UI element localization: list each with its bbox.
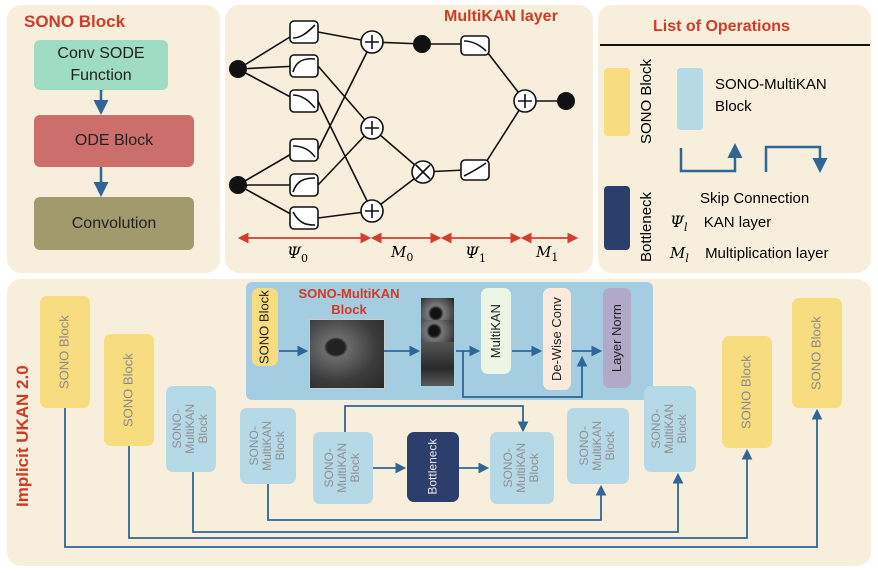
skip-smk1	[192, 472, 684, 533]
plus-node-3	[360, 199, 384, 223]
hidden-node	[413, 35, 431, 53]
legend-mult-subscript: l	[685, 252, 689, 265]
input-node-1	[229, 60, 247, 78]
legend-mult-label: Multiplication layer	[705, 245, 829, 262]
legend-kan-subscript: l	[684, 221, 688, 234]
encoder-sono-block-1: SONO Block	[40, 296, 90, 408]
multikan-panel-title: MultiKAN layer	[444, 8, 558, 25]
m0-subscript: 0	[406, 251, 414, 264]
m1-subscript: 1	[551, 251, 559, 264]
activation-box-8	[460, 159, 490, 181]
output-node	[557, 92, 575, 110]
m0-symbol: M	[391, 243, 407, 261]
legend-skip-label: Skip Connection	[700, 190, 810, 207]
activation-box-1	[289, 20, 319, 44]
feature-map-top	[421, 298, 454, 320]
inset-arrows	[279, 345, 603, 398]
psi1-subscript: 1	[479, 252, 487, 266]
legend-bottleneck-swatch	[604, 186, 630, 250]
skip-icon-up	[679, 143, 743, 173]
legend-smk-swatch	[677, 68, 703, 130]
conv-sode-label: Conv SODE Function	[57, 45, 145, 84]
multikan-dot-nodes	[229, 35, 575, 194]
skip-icon-down	[764, 145, 828, 173]
section-label-m0: M0	[391, 243, 413, 264]
activation-box-2	[289, 54, 319, 78]
legend-sono-swatch	[604, 68, 630, 136]
decoder-smk-block-1: SONO-MultiKAN Block	[490, 432, 554, 504]
psi0-subscript: 0	[301, 252, 309, 266]
encoder-sono-block-2: SONO Block	[104, 334, 154, 446]
conv-sode-block: Conv SODE Function	[34, 40, 168, 90]
activation-boxes	[289, 20, 490, 230]
legend-kan-label: KAN layer	[703, 214, 772, 231]
decoder-smk-block-3: SONO-MultiKAN Block	[644, 386, 696, 472]
multikan-edges	[237, 31, 565, 219]
section-label-m1: M1	[536, 243, 558, 264]
activation-box-4	[289, 138, 319, 162]
m1-symbol: M	[536, 243, 552, 261]
skip-sono1	[64, 408, 823, 548]
encoder-smk-block-1: SONO-MultiKAN Block	[166, 386, 216, 472]
legend-smk-label: SONO-MultiKAN Block	[715, 74, 855, 118]
activation-box-3	[289, 89, 319, 113]
legend-mult-row: Ml Multiplication layer	[670, 244, 828, 265]
feature-map-bottom	[421, 342, 454, 386]
inset-multikan-block: MultiKAN	[481, 288, 511, 374]
inset-sono-block: SONO Block	[252, 288, 278, 366]
operations-title: List of Operations	[653, 18, 790, 35]
inset-title-text: SONO-MultiKAN Block	[298, 286, 400, 317]
encoder-smk-block-3: SONO-MultiKAN Block	[313, 432, 373, 504]
inset-title: SONO-MultiKAN Block	[289, 286, 409, 317]
feature-map-mid	[421, 320, 454, 342]
decoder-sono-block-1: SONO Block	[722, 336, 772, 448]
legend-smk-text: SONO-MultiKAN Block	[715, 76, 827, 115]
psi0-symbol: Ψ	[287, 243, 302, 262]
ode-block: ODE Block	[34, 115, 194, 167]
operations-panel	[598, 5, 871, 273]
skip-smk2	[267, 484, 607, 521]
section-label-psi0: Ψ0	[287, 243, 308, 265]
psi1-symbol: Ψ	[465, 243, 480, 262]
ode-block-label: ODE Block	[74, 132, 154, 149]
inset-dewise-block: De-Wise Conv	[543, 288, 571, 390]
plus-node-2	[360, 116, 384, 140]
plus-node-output	[513, 89, 537, 113]
input-node-2	[229, 176, 247, 194]
decoder-sono-block-2: SONO Block	[792, 298, 842, 408]
encoder-smk-block-2: SONO-MultiKAN Block	[240, 408, 296, 484]
legend-kan-row: Ψl KAN layer	[670, 212, 771, 234]
sono-panel-title: SONO Block	[24, 12, 126, 31]
skip-sono2	[128, 446, 753, 539]
plus-node-1	[360, 30, 384, 54]
section-label-psi1: Ψ1	[465, 243, 486, 265]
convolution-block: Convolution	[34, 197, 194, 250]
bottleneck-block: Bottleneck	[407, 432, 459, 502]
ultrasound-image	[309, 319, 385, 389]
times-node	[411, 160, 435, 184]
skip-upper	[344, 405, 529, 433]
decoder-smk-block-2: SONO-MultiKAN Block	[567, 408, 629, 484]
convolution-label: Convolution	[71, 214, 157, 232]
inset-layernorm-block: Layer Norm	[603, 288, 631, 388]
activation-box-7	[460, 35, 490, 56]
activation-box-5	[289, 173, 319, 197]
activation-box-6	[289, 206, 319, 230]
operator-nodes	[360, 30, 537, 223]
multikan-layer-panel	[225, 5, 593, 273]
legend-mult-symbol: M	[670, 244, 686, 262]
legend-kan-symbol: Ψ	[670, 212, 685, 231]
skip-connection-icons	[679, 143, 828, 173]
main-connections	[64, 405, 823, 548]
